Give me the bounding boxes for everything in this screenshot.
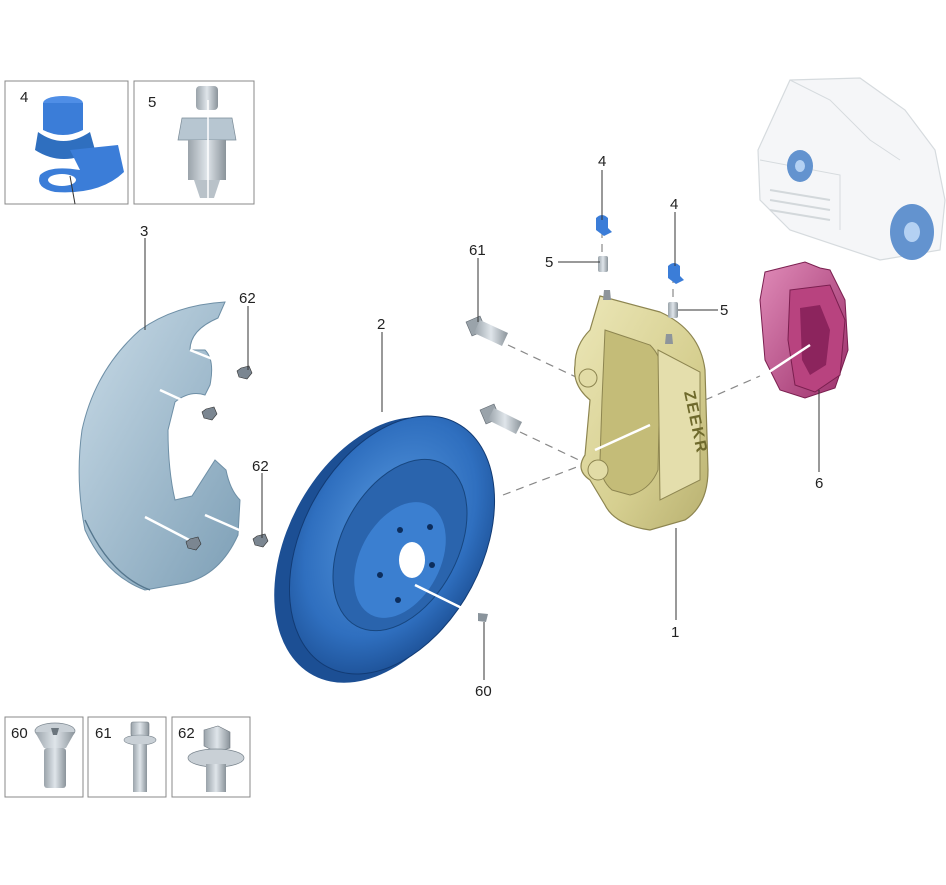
callout-4-lower: 4 [670,196,678,213]
callout-60-box: 60 [11,725,28,742]
caliper-bolts [465,315,522,434]
detail-box-shield-nut: 62 [171,716,251,798]
callout-4-box: 4 [20,89,28,106]
callout-labels: 3 2 62 62 61 4 4 5 5 1 6 60 [140,153,823,700]
detail-box-rotor-screw: 60 [4,716,84,798]
callout-5-box: 5 [148,94,156,111]
callout-5-upper: 5 [545,254,553,271]
callout-5-lower: 5 [720,302,728,319]
countersunk-screw-icon [34,722,76,788]
detail-box-bleed-screw: 5 [133,80,255,205]
flange-bolt-icon [123,721,157,792]
nut-icon [252,533,269,548]
callout-61-box: 61 [95,725,112,742]
brake-pads [759,261,849,399]
callout-3: 3 [140,223,148,240]
nut-icon [201,406,218,421]
callout-61: 61 [469,242,486,259]
bolt-icon [465,315,508,346]
callout-6: 6 [815,475,823,492]
flange-nut-icon [187,725,245,792]
vehicle-location-thumbnail [757,77,946,261]
bleed-screw-illustration [177,86,237,198]
callout-62-lower: 62 [252,458,269,475]
grille-icon [769,189,831,221]
brake-rotor [274,415,496,683]
bleed-screw-upper [598,256,608,272]
callout-2: 2 [377,316,385,333]
leader-lines [144,170,820,680]
callout-4-upper: 4 [598,153,606,170]
callout-62-box: 62 [178,725,195,742]
nut-icon [185,536,202,551]
screw-icon [478,613,488,622]
nut-icon [236,365,253,380]
bleed-cap-lower [668,263,684,284]
callout-62-upper: 62 [239,290,256,307]
detail-box-bleed-cap: 4 [4,80,129,205]
bolt-icon [479,403,522,434]
brake-dust-shield [78,301,241,591]
bleed-screw-cap-illustration [35,96,124,205]
callout-60: 60 [475,683,492,700]
callout-1: 1 [671,624,679,641]
bleed-screw-lower [668,302,678,318]
brake-caliper: ZEEKR [573,290,710,531]
bleed-cap-upper [596,215,612,236]
detail-box-caliper-bolt: 61 [87,716,167,798]
